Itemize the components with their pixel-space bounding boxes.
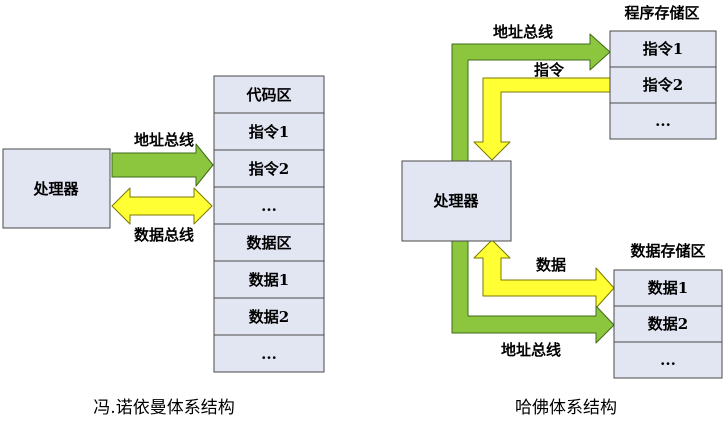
hv-address-bus-bottom-label: 地址总线 — [501, 341, 561, 359]
hv-data-cell-label: ... — [660, 351, 676, 369]
vn-data-bus-arrow — [111, 187, 213, 225]
hv-processor-label: 处理器 — [432, 192, 479, 210]
hv-data-cell — [613, 269, 723, 307]
vn-memory-cell — [213, 223, 325, 262]
vn-memory-cell — [213, 75, 325, 114]
hv-program-cell — [609, 66, 717, 104]
hv-address-bus-top-arrow — [451, 33, 611, 162]
vn-processor-label: 处理器 — [32, 180, 79, 198]
hv-data-arrow — [473, 239, 615, 309]
vn-memory-cell-label: 数据区 — [246, 234, 291, 252]
hv-data-cell-label: 数据1 — [648, 279, 688, 297]
harvard-diagram: 地址总线 指令 数据 地址总线 处理器 程序存储区 指令1 指令2 ... 数据… — [401, 4, 723, 418]
vn-memory-column: 代码区 指令1 指令2 ... 数据区 数据1 数据2 ... — [213, 75, 325, 373]
hv-instruction-label: 指令 — [534, 61, 565, 79]
vn-address-bus-arrow — [111, 143, 214, 187]
vn-memory-cell-label: 数据1 — [249, 271, 289, 289]
hv-processor-box — [401, 160, 512, 242]
vn-data-bus-label: 数据总线 — [134, 226, 194, 244]
vn-memory-cell — [213, 112, 325, 151]
von-neumann-diagram: 处理器 地址总线 数据总线 代码区 指令1 指令2 ... 数据区 数据1 数据… — [2, 75, 325, 418]
hv-program-cell-label: ... — [655, 112, 671, 130]
hv-program-cell — [609, 30, 717, 68]
vn-memory-cell-label: 代码区 — [245, 86, 291, 104]
hv-program-store: 指令1 指令2 ... — [609, 30, 717, 140]
vn-memory-cell-label: ... — [261, 345, 277, 363]
vn-memory-cell-label: ... — [261, 197, 277, 215]
vn-caption: 冯.诺依曼体系结构 — [93, 398, 234, 418]
vn-address-bus-label: 地址总线 — [134, 131, 194, 149]
hv-data-cell-label: 数据2 — [648, 315, 688, 333]
vn-memory-cell — [213, 149, 325, 188]
vn-memory-cell-label: 指令2 — [249, 160, 289, 178]
hv-program-cell-label: 指令2 — [643, 76, 683, 94]
hv-data-store-title: 数据存储区 — [630, 242, 705, 260]
hv-address-bus-bottom-arrow — [451, 239, 615, 344]
vn-memory-cell — [213, 334, 325, 373]
hv-data-label: 数据 — [536, 256, 566, 274]
hv-caption: 哈佛体系结构 — [515, 398, 617, 418]
hv-program-cell-label: 指令1 — [643, 40, 683, 58]
hv-instruction-arrow — [473, 77, 611, 161]
hv-address-bus-top-label: 地址总线 — [493, 23, 553, 41]
hv-data-store: 数据1 数据2 ... — [613, 269, 723, 379]
hv-data-cell — [613, 305, 723, 343]
hv-program-cell — [609, 102, 717, 140]
vn-memory-cell — [213, 297, 325, 336]
vn-processor-box — [2, 148, 111, 229]
vn-memory-cell-label: 指令1 — [249, 123, 289, 141]
hv-data-cell — [613, 341, 723, 379]
hv-program-store-title: 程序存储区 — [624, 4, 699, 22]
vn-memory-cell-label: 数据2 — [249, 308, 289, 326]
